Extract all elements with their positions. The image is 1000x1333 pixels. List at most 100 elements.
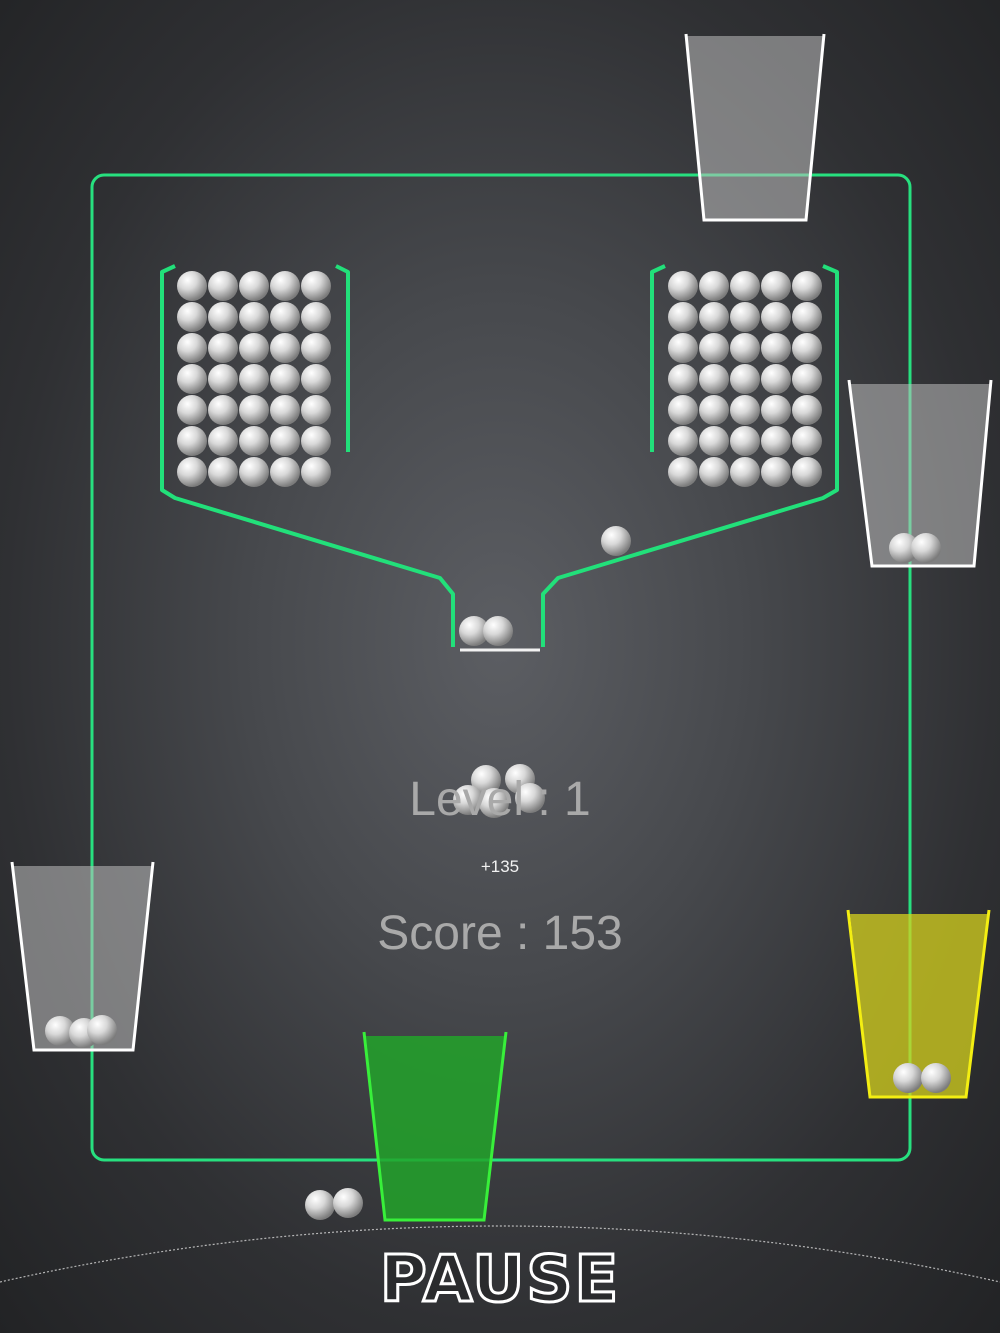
silver-ball-icon (301, 426, 331, 456)
silver-ball-icon (730, 333, 760, 363)
ball-hopper (160, 264, 839, 647)
silver-ball-icon (730, 426, 760, 456)
silver-ball-icon (479, 788, 509, 818)
silver-ball-icon (453, 785, 483, 815)
silver-ball-icon (792, 333, 822, 363)
silver-ball-icon (699, 457, 729, 487)
silver-ball-icon (792, 395, 822, 425)
cup-right (847, 379, 993, 568)
silver-ball-icon (270, 426, 300, 456)
silver-ball-icon (792, 271, 822, 301)
silver-ball-icon (699, 302, 729, 332)
silver-ball-icon (208, 333, 238, 363)
silver-ball-icon (761, 333, 791, 363)
silver-ball-icon (239, 271, 269, 301)
silver-ball-icon (208, 426, 238, 456)
silver-ball-icon (761, 364, 791, 394)
silver-ball-icon (177, 333, 207, 363)
silver-ball-icon (668, 271, 698, 301)
silver-ball-icon (699, 395, 729, 425)
silver-ball-icon (730, 364, 760, 394)
silver-ball-icon (761, 426, 791, 456)
cup-bottom-center (362, 1031, 508, 1222)
silver-ball-icon (459, 616, 489, 646)
silver-ball-icon (730, 302, 760, 332)
silver-ball-icon (239, 426, 269, 456)
cup-top-right (684, 33, 826, 222)
bonus-points-label: +135 (480, 857, 520, 876)
silver-ball-icon (699, 426, 729, 456)
silver-ball-icon (668, 426, 698, 456)
silver-ball-icon (301, 271, 331, 301)
silver-ball-icon (893, 1063, 923, 1093)
play-field-boundary (90, 173, 912, 1162)
cup-left (10, 861, 155, 1052)
silver-ball-icon (601, 526, 631, 556)
silver-ball-icon (270, 457, 300, 487)
silver-ball-icon (483, 616, 513, 646)
silver-ball-icon (889, 533, 919, 563)
silver-ball-icon (515, 783, 545, 813)
silver-ball-icon (333, 1188, 363, 1218)
silver-ball-icon (270, 364, 300, 394)
silver-ball-icon (239, 302, 269, 332)
silver-ball-icon (761, 271, 791, 301)
silver-ball-icon (668, 302, 698, 332)
silver-ball-icon (921, 1063, 951, 1093)
hopper-right-box (541, 264, 839, 647)
silver-ball-icon (792, 364, 822, 394)
silver-ball-icon (792, 426, 822, 456)
silver-ball-icon (730, 395, 760, 425)
silver-ball-icon (761, 457, 791, 487)
ground-arc (0, 1225, 1000, 1283)
silver-ball-icon (301, 333, 331, 363)
silver-ball-icon (301, 364, 331, 394)
silver-ball-icon (668, 333, 698, 363)
silver-ball-icon (301, 395, 331, 425)
silver-ball-icon (761, 302, 791, 332)
silver-ball-icon (301, 302, 331, 332)
silver-ball-icon (177, 302, 207, 332)
silver-ball-icon (270, 271, 300, 301)
hopper-right-inner-wall (650, 264, 666, 452)
hopper-left-box (160, 264, 455, 647)
silver-ball-icon (177, 364, 207, 394)
hopper-left-inner-wall (335, 264, 350, 452)
silver-ball-icon (208, 302, 238, 332)
silver-ball-icon (911, 533, 941, 563)
silver-ball-icon (239, 395, 269, 425)
silver-ball-icon (471, 765, 501, 795)
silver-ball-icon (761, 395, 791, 425)
silver-ball-icon (45, 1016, 75, 1046)
silver-ball-icon (177, 271, 207, 301)
silver-ball-icon (239, 333, 269, 363)
silver-ball-icon (270, 333, 300, 363)
silver-ball-icon (208, 271, 238, 301)
silver-ball-icon (792, 302, 822, 332)
silver-ball-icon (730, 271, 760, 301)
silver-ball-icon (239, 457, 269, 487)
silver-ball-icon (730, 457, 760, 487)
silver-ball-icon (301, 457, 331, 487)
silver-ball-icon (305, 1190, 335, 1220)
silver-ball-icon (87, 1015, 117, 1045)
balls-layer (45, 271, 951, 1220)
pause-button[interactable]: PAUSE (378, 1242, 621, 1319)
silver-ball-icon (668, 395, 698, 425)
silver-ball-icon (270, 302, 300, 332)
silver-ball-icon (208, 395, 238, 425)
level-label: Level : 1 (409, 773, 591, 826)
silver-ball-icon (699, 271, 729, 301)
silver-ball-icon (270, 395, 300, 425)
silver-ball-icon (177, 457, 207, 487)
silver-ball-icon (177, 395, 207, 425)
silver-ball-icon (699, 333, 729, 363)
silver-ball-icon (699, 364, 729, 394)
cup-bottom-right (846, 909, 991, 1099)
silver-ball-icon (208, 364, 238, 394)
silver-ball-icon (668, 457, 698, 487)
score-label: Score : 153 (377, 907, 623, 960)
silver-ball-icon (239, 364, 269, 394)
silver-ball-icon (177, 426, 207, 456)
